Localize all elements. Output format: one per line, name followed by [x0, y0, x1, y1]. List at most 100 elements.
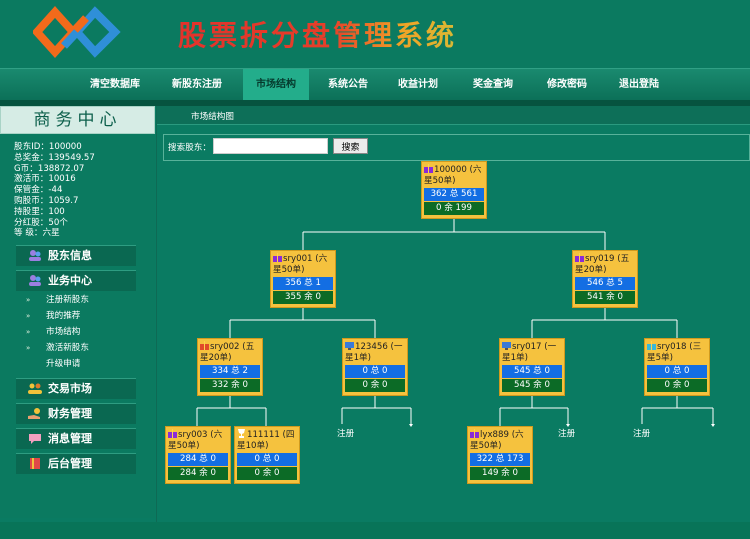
submenu-label: 市场结构 — [46, 327, 81, 337]
gift-icon — [575, 253, 584, 262]
footer-bar — [0, 522, 750, 539]
book-icon — [30, 458, 40, 469]
nav-register-shareholder[interactable]: 新股东注册 — [172, 79, 222, 90]
menu-label: 后台管理 — [48, 457, 92, 470]
tree-node-100000[interactable]: 100000 (六星50单) 362 总 561 0 余 199 — [421, 161, 487, 219]
info-row: 总奖金：139549.57 — [14, 152, 95, 163]
submenu-activate-shareholder[interactable]: » 激活新股东 — [26, 341, 89, 355]
node-total: 0 总 0 — [237, 453, 297, 466]
tree-node-111111[interactable]: 111111 (四星10单) 0 总 0 0 余 0 — [234, 426, 300, 484]
tree-node-sry019[interactable]: sry019 (五星20单) 546 总 5 541 余 0 — [572, 250, 638, 308]
node-title: 111111 (四星10单) — [237, 430, 295, 451]
gift-icon — [200, 341, 209, 350]
tree-node-sry003[interactable]: sry003 (六星50单) 284 总 0 284 余 0 — [165, 426, 231, 484]
node-total: 545 总 0 — [502, 365, 562, 378]
submenu-arrow-icon: » — [26, 344, 31, 352]
submenu-label: 升级申请 — [46, 359, 81, 369]
gift-icon — [424, 164, 433, 173]
tree-node-sry001[interactable]: sry001 (六星50单) 356 总 1 355 余 0 — [270, 250, 336, 308]
message-icon — [29, 434, 41, 444]
nav-bonus-query[interactable]: 奖金查询 — [473, 79, 513, 90]
header: 股票拆分盘管理系统 — [0, 0, 750, 68]
submenu-label: 注册新股东 — [46, 295, 89, 305]
nav-announcements[interactable]: 系统公告 — [328, 79, 368, 90]
menu-messages[interactable]: 消息管理 — [16, 428, 136, 449]
submenu-arrow-icon: » — [26, 296, 31, 304]
info-row: 购股币：1059.7 — [14, 195, 79, 206]
register-link[interactable]: 注册 — [558, 429, 576, 439]
nav-clear-database[interactable]: 清空数据库 — [90, 79, 140, 90]
node-total: 362 总 561 — [424, 188, 484, 201]
menu-shareholder-info[interactable]: 股东信息 — [16, 245, 136, 266]
menu-label: 财务管理 — [48, 407, 92, 420]
search-button[interactable]: 搜索 — [333, 138, 368, 154]
user-group-icon — [29, 250, 41, 261]
node-remaining: 355 余 0 — [273, 291, 333, 304]
tree-node-sry017[interactable]: sry017 (一星1单) 545 总 0 545 余 0 — [499, 338, 565, 396]
node-total: 0 总 0 — [345, 365, 405, 378]
sidebar: 商务中心 股东ID：100000 总奖金：139549.57 G币：138872… — [0, 106, 155, 518]
node-total: 0 总 0 — [647, 365, 707, 378]
info-row: 股东ID：100000 — [14, 142, 82, 152]
node-title: sry019 (五星20单) — [575, 254, 630, 275]
node-title: lyx889 (六星50单) — [470, 430, 524, 451]
submenu-market-structure[interactable]: » 市场结构 — [26, 325, 80, 339]
computer-icon — [502, 342, 511, 350]
register-link[interactable]: 注册 — [337, 429, 355, 439]
node-total: 546 总 5 — [575, 277, 635, 290]
computer-icon — [345, 342, 354, 350]
node-remaining: 545 余 0 — [502, 379, 562, 392]
node-title: 123456 (一星1单) — [345, 342, 403, 363]
people-icon — [28, 383, 42, 394]
menu-business-center[interactable]: 业务中心 — [16, 270, 136, 291]
menu-finance[interactable]: 财务管理 — [16, 403, 136, 424]
node-remaining: 149 余 0 — [470, 467, 530, 480]
menu-admin[interactable]: 后台管理 — [16, 453, 136, 474]
search-bar: 搜索股东： 搜索 — [163, 134, 750, 161]
node-remaining: 332 余 0 — [200, 379, 260, 392]
node-remaining: 0 余 0 — [237, 467, 297, 480]
node-remaining: 0 余 0 — [345, 379, 405, 392]
nav-divider — [0, 100, 750, 106]
account-info: 股东ID：100000 总奖金：139549.57 G币：138872.07 激… — [14, 142, 95, 239]
node-title: sry003 (六星50单) — [168, 430, 223, 451]
info-row: 分红股：50个 — [14, 217, 68, 228]
submenu-label: 我的推荐 — [46, 311, 81, 321]
submenu-register-shareholder[interactable]: » 注册新股东 — [26, 293, 89, 307]
gift-icon — [647, 341, 656, 350]
node-remaining: 541 余 0 — [575, 291, 635, 304]
info-row: 保管金：-44 — [14, 185, 63, 196]
submenu-my-referrals[interactable]: »我的推荐 — [26, 309, 80, 323]
gift-icon — [273, 253, 282, 262]
menu-trading-market[interactable]: 交易市场 — [16, 378, 136, 399]
nav-market-structure[interactable]: 市场结构 — [243, 69, 309, 101]
search-label: 搜索股东： — [168, 143, 211, 153]
trophy-icon — [238, 429, 245, 438]
tree-node-sry002[interactable]: sry002 (五星20单) 334 总 2 332 余 0 — [197, 338, 263, 396]
submenu-upgrade-request[interactable]: 升级申请 — [26, 357, 80, 371]
nav-income-plan[interactable]: 收益计划 — [398, 79, 438, 90]
node-remaining: 0 余 199 — [424, 202, 484, 215]
node-total: 284 总 0 — [168, 453, 228, 466]
node-title: sry017 (一星1单) — [502, 342, 557, 363]
logo-icon — [33, 6, 121, 58]
register-link[interactable]: 注册 — [633, 429, 651, 439]
node-title: 100000 (六星50单) — [424, 165, 482, 186]
menu-label: 交易市场 — [48, 382, 92, 395]
info-row: 持股里：100 — [14, 206, 65, 217]
tree-node-lyx889[interactable]: lyx889 (六星50单) 322 总 173 149 余 0 — [467, 426, 533, 484]
submenu-label: 激活新股东 — [46, 343, 89, 353]
node-total: 322 总 173 — [470, 453, 530, 466]
node-total: 334 总 2 — [200, 365, 260, 378]
info-row: 等 级：六星 — [14, 228, 60, 239]
site-title: 股票拆分盘管理系统 — [178, 14, 457, 54]
breadcrumb-bar: 市场结构图 — [157, 106, 750, 125]
node-title: sry018 (三星5单) — [647, 342, 702, 363]
tree-node-123456[interactable]: 123456 (一星1单) 0 总 0 0 余 0 — [342, 338, 408, 396]
submenu-arrow-icon: » — [26, 328, 31, 336]
search-input[interactable] — [213, 138, 328, 154]
nav-change-password[interactable]: 修改密码 — [547, 79, 587, 90]
tree-node-sry018[interactable]: sry018 (三星5单) 0 总 0 0 余 0 — [644, 338, 710, 396]
node-remaining: 0 余 0 — [647, 379, 707, 392]
nav-logout[interactable]: 退出登陆 — [619, 79, 659, 90]
